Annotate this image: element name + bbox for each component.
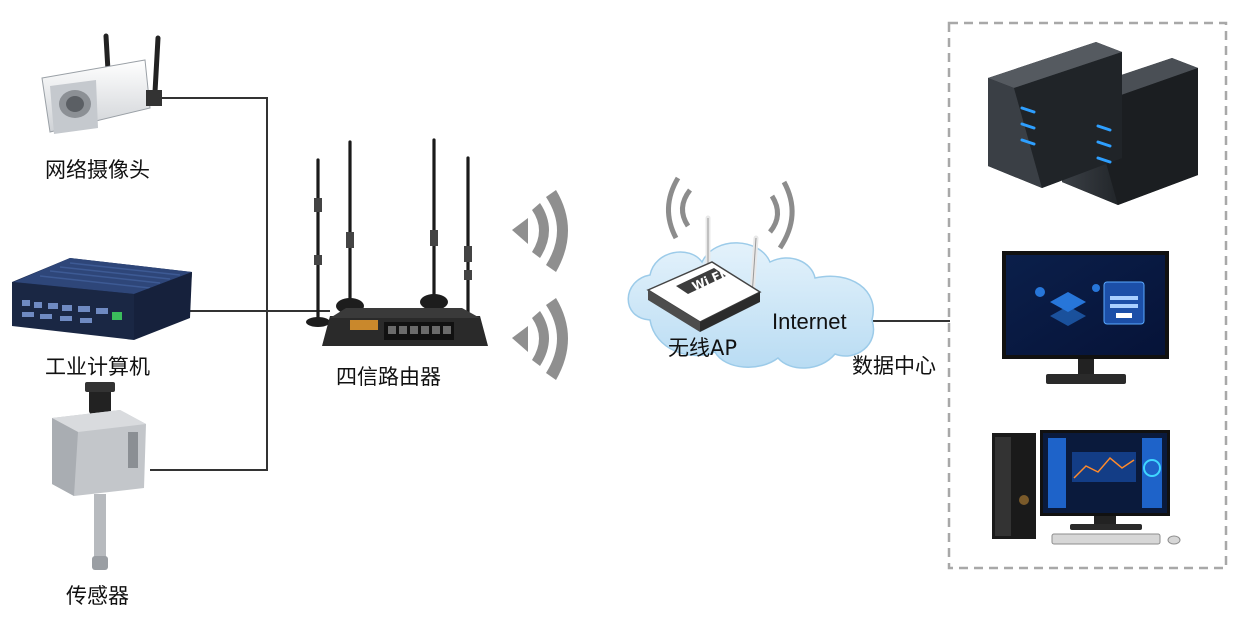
server-rack-icon — [988, 42, 1198, 205]
internet-label: Internet — [772, 309, 847, 334]
wireless-ap-icon: Wi Fi — [646, 176, 795, 332]
datacenter-label: 数据中心 — [852, 354, 936, 378]
sensor-label: 传感器 — [66, 584, 129, 608]
connection-lines — [150, 97, 950, 471]
datacenter-border — [947, 21, 1228, 570]
industrial-pc-icon — [12, 258, 192, 340]
wifi-signal-icon — [512, 190, 568, 380]
router-label: 四信路由器 — [336, 365, 441, 389]
sensor-icon — [52, 382, 146, 570]
camera-label: 网络摄像头 — [45, 158, 150, 182]
ap-label: 无线AP — [668, 336, 738, 360]
camera-link — [150, 97, 268, 471]
ipc-label: 工业计算机 — [45, 355, 150, 379]
workstation-icon — [992, 430, 1181, 545]
ip-camera-icon — [41, 33, 162, 134]
router-icon — [306, 138, 488, 346]
monitor-icon — [1002, 251, 1169, 384]
